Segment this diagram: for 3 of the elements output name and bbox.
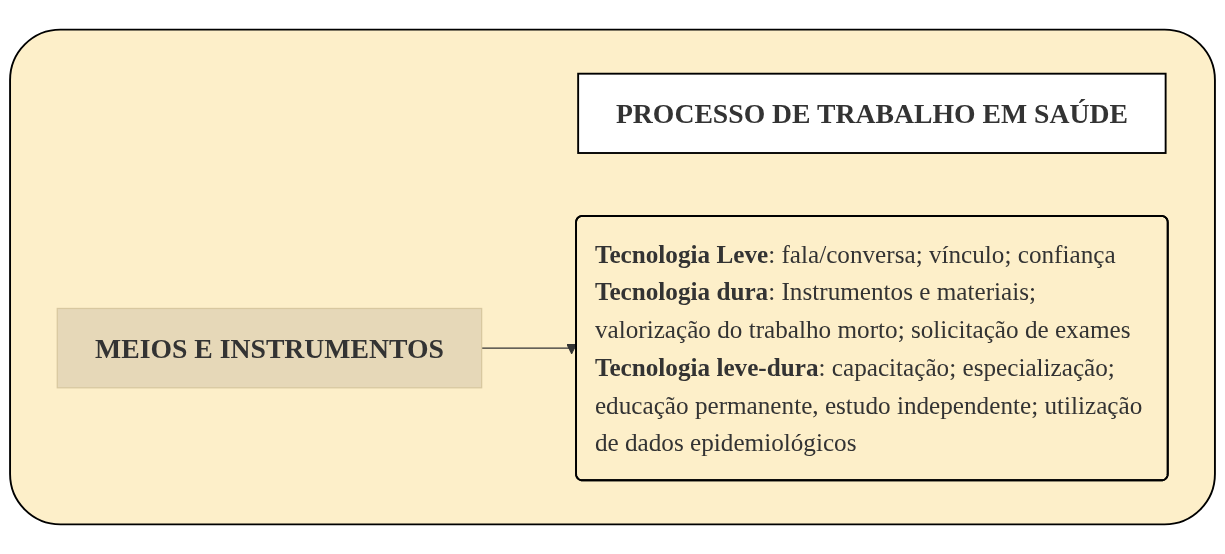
node-box: MEIOS E INSTRUMENTOS [56,307,483,389]
cluster [9,28,1216,526]
node-box: PROCESSO DE TRABALHO EM SAÚDE [577,72,1167,154]
